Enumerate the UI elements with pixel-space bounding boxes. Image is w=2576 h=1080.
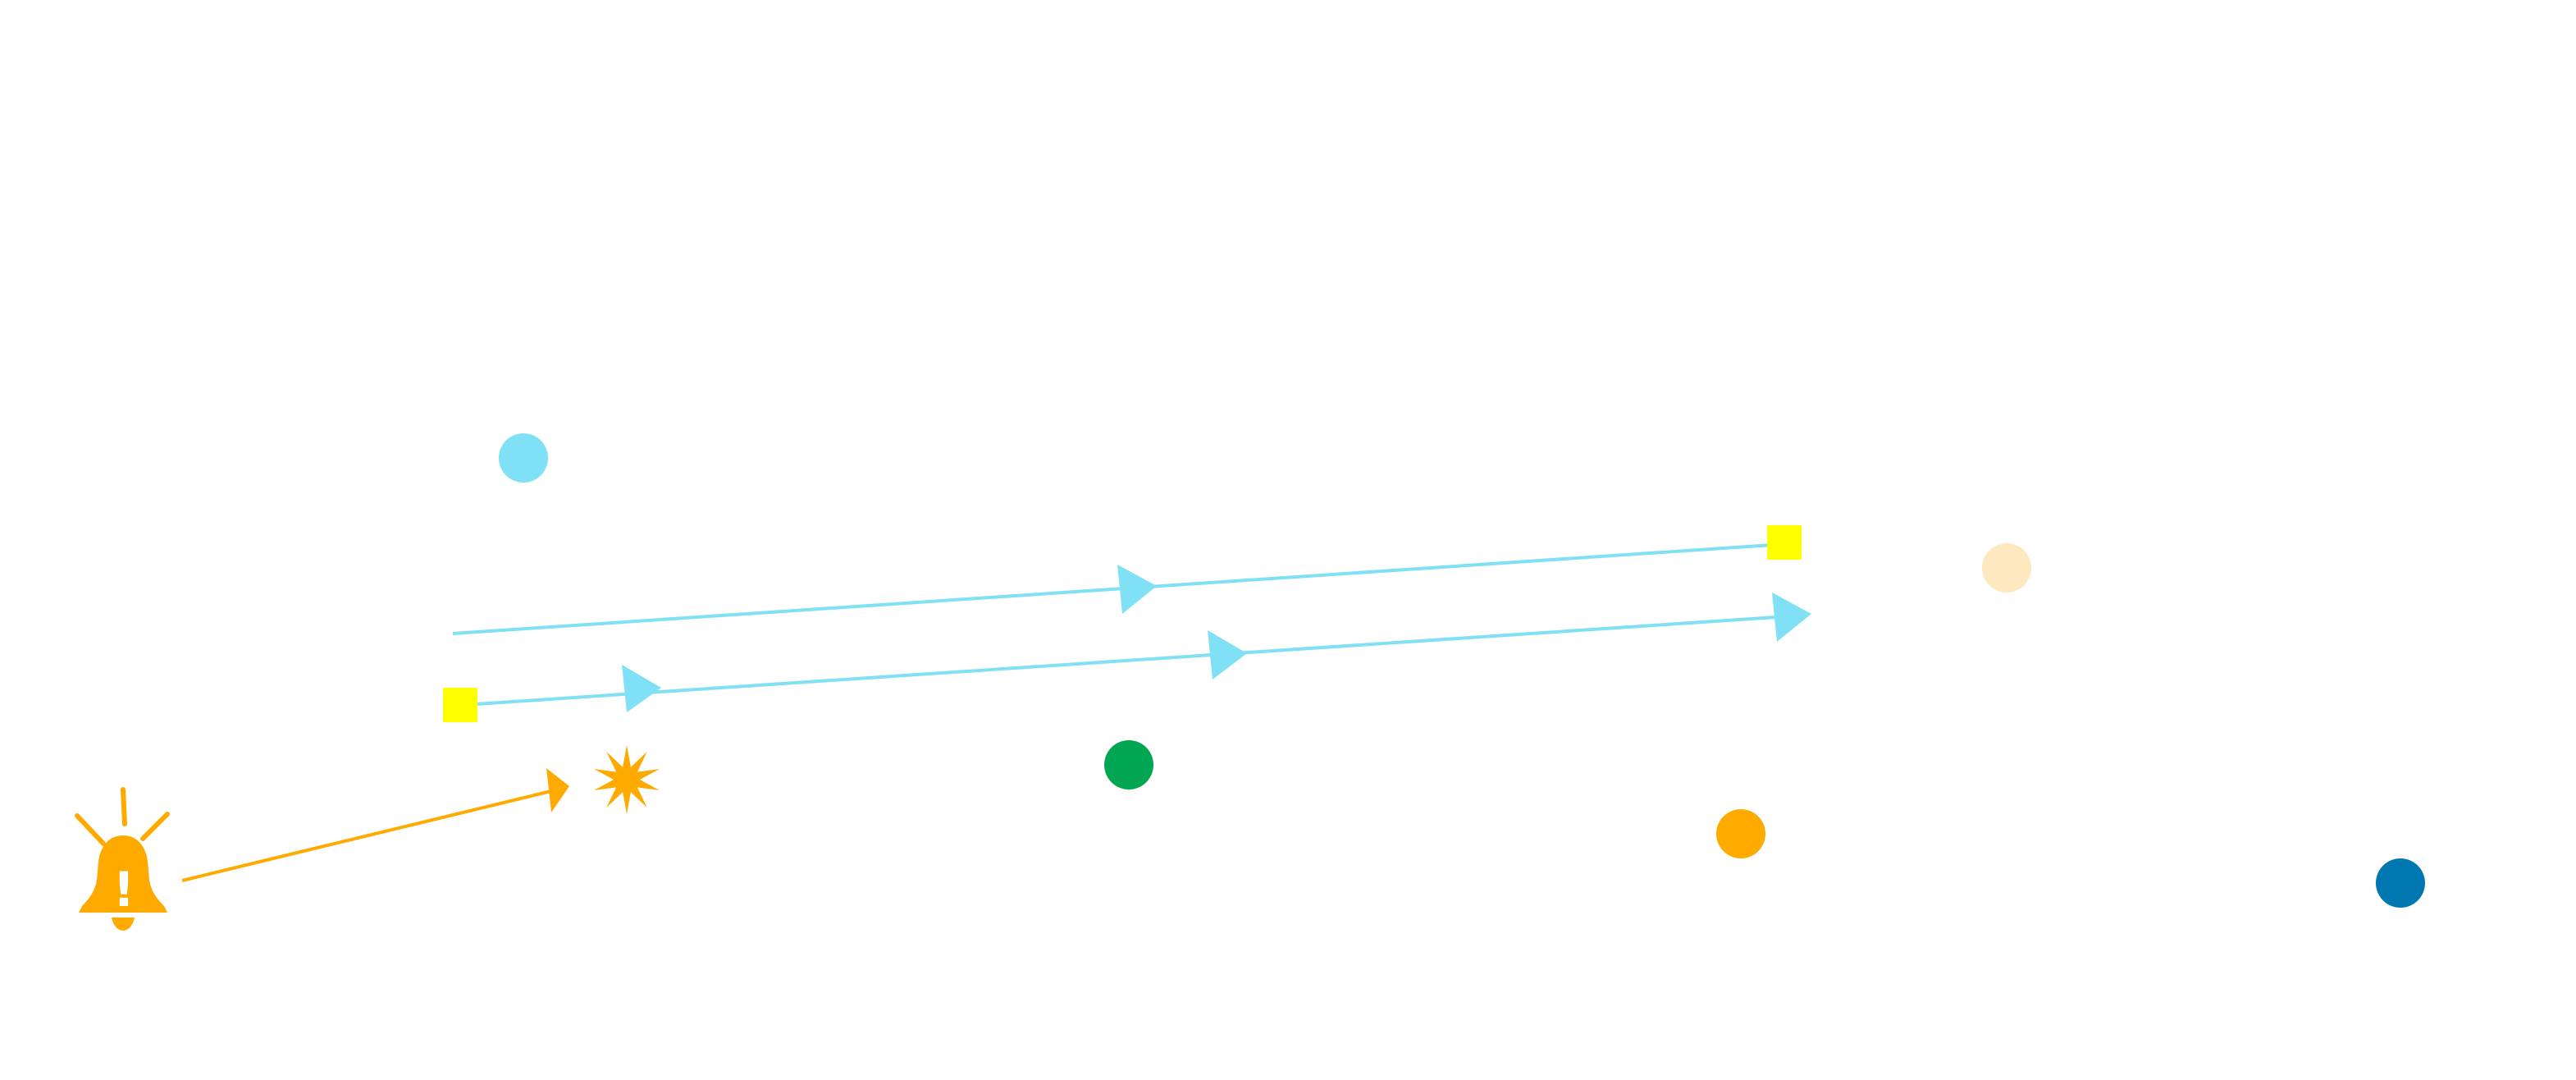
lower-flow-connector[interactable] [475, 593, 1811, 712]
lower-flow-line [475, 615, 1789, 706]
bell-alert-icon[interactable]: ! [75, 787, 170, 931]
circle-node-icon[interactable] [2376, 858, 2425, 908]
alert-connector-line [181, 788, 559, 882]
bell-ray [75, 813, 106, 846]
bell-clapper [112, 918, 135, 931]
bell-ray [140, 812, 170, 841]
starburst-icon[interactable] [594, 745, 660, 814]
square-marker-icon[interactable] [1767, 525, 1802, 560]
upper-flow-line [452, 543, 1773, 635]
circle-node-icon[interactable] [1982, 543, 2031, 593]
alert-connector[interactable] [181, 768, 569, 882]
bell-body [79, 835, 167, 913]
arrowhead-icon [1208, 630, 1247, 680]
circle-node-icon[interactable] [1104, 740, 1153, 789]
bell-exclamation: ! [113, 862, 135, 918]
arrowhead-icon [1117, 565, 1157, 614]
arrowhead-icon [1772, 593, 1811, 642]
arrowhead-icon [546, 768, 569, 812]
upper-flow-connector[interactable] [452, 543, 1773, 635]
arrowhead-icon [622, 665, 661, 712]
circle-node-icon[interactable] [499, 433, 548, 483]
bell-ray [121, 787, 127, 826]
square-marker-icon[interactable] [443, 688, 477, 722]
circle-node-icon[interactable] [1716, 809, 1765, 858]
